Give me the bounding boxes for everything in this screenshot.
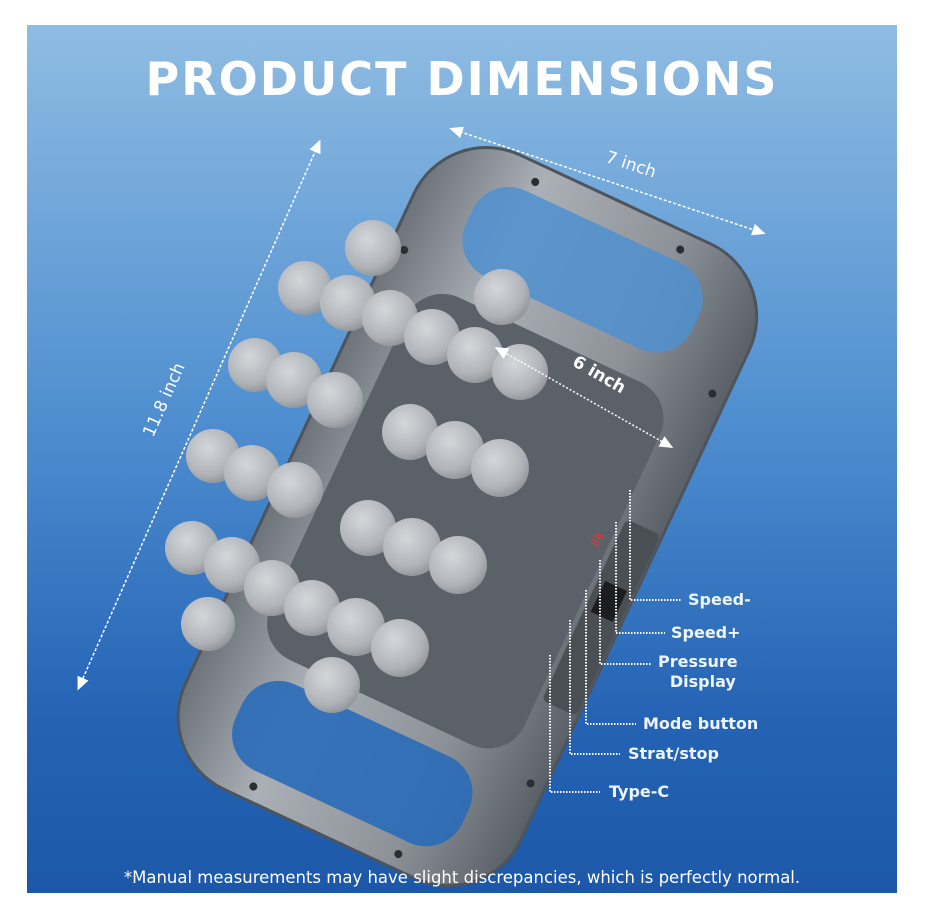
label-type-c: Type-C [609, 782, 670, 801]
massager-device [176, 146, 759, 888]
inner-width-arrow [494, 347, 674, 448]
label-pressure-display: Pressure Display [658, 652, 738, 692]
footnote: *Manual measurements may have slight dis… [123, 868, 801, 887]
callout-lines [549, 490, 682, 793]
label-speed-plus: Speed+ [671, 623, 741, 642]
label-pressure-line2: Display [669, 672, 736, 691]
pressure-display-digits: 88 [588, 530, 607, 549]
label-speed-minus: Speed- [688, 590, 751, 609]
label-mode-button: Mode button [643, 714, 759, 733]
page-title: PRODUCT DIMENSIONS [145, 52, 779, 106]
label-start-stop: Strat/stop [628, 744, 719, 763]
width-arrow [449, 126, 766, 236]
length-arrow [77, 139, 321, 691]
label-pressure-line1: Pressure [658, 652, 738, 671]
